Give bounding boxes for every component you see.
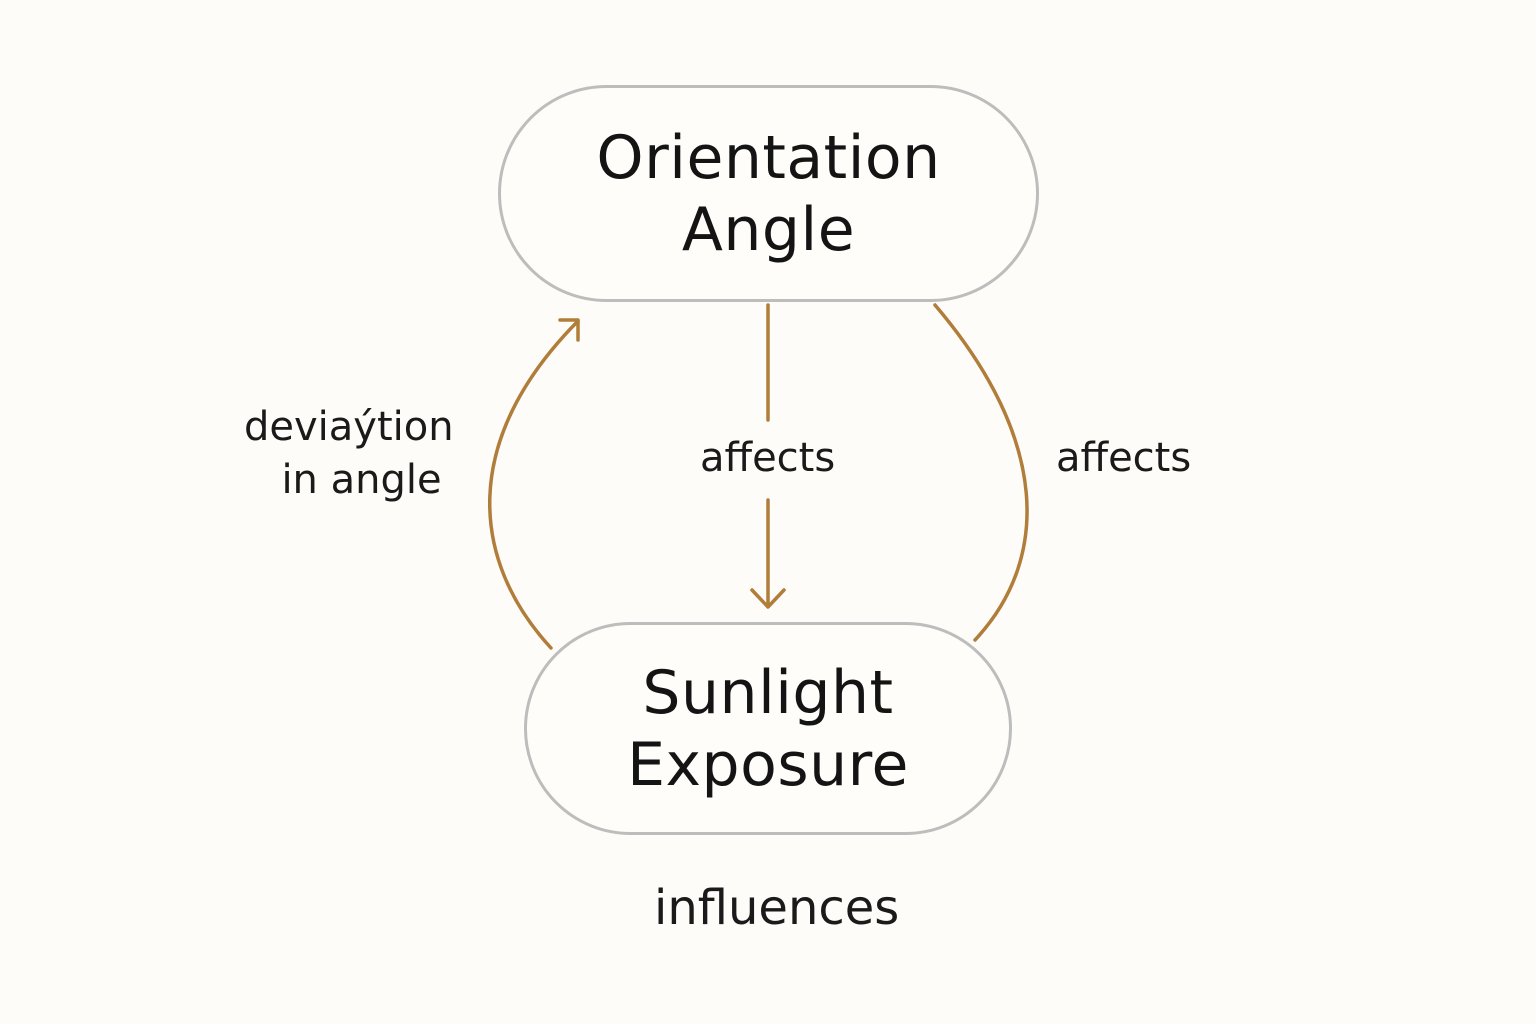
node-sunlight-exposure-line1: Sunlight (642, 657, 894, 728)
left-curve (487, 319, 580, 650)
right-curve (933, 303, 1029, 642)
node-sunlight-exposure: Sunlight Exposure (524, 622, 1012, 835)
node-orientation-angle: Orientation Angle (498, 85, 1039, 302)
center-arrowhead (750, 588, 786, 609)
node-orientation-angle-line1: Orientation (596, 122, 941, 193)
edge-label-bottom-influences: influences (654, 880, 900, 936)
node-sunlight-exposure-label: Sunlight Exposure (627, 657, 909, 801)
edge-label-right-affects: affects (1056, 435, 1192, 481)
edge-label-left-line1: deviaýtion (244, 404, 454, 450)
edge-label-center-affects: affects (700, 435, 836, 481)
node-orientation-angle-line2: Angle (681, 194, 856, 265)
node-orientation-angle-label: Orientation Angle (596, 122, 940, 266)
node-sunlight-exposure-line2: Exposure (627, 729, 909, 800)
edge-label-left-deviation: deviaýtion in angle (244, 401, 454, 507)
edge-label-left-line2: in angle (281, 457, 442, 503)
left-arrowhead (558, 318, 580, 342)
